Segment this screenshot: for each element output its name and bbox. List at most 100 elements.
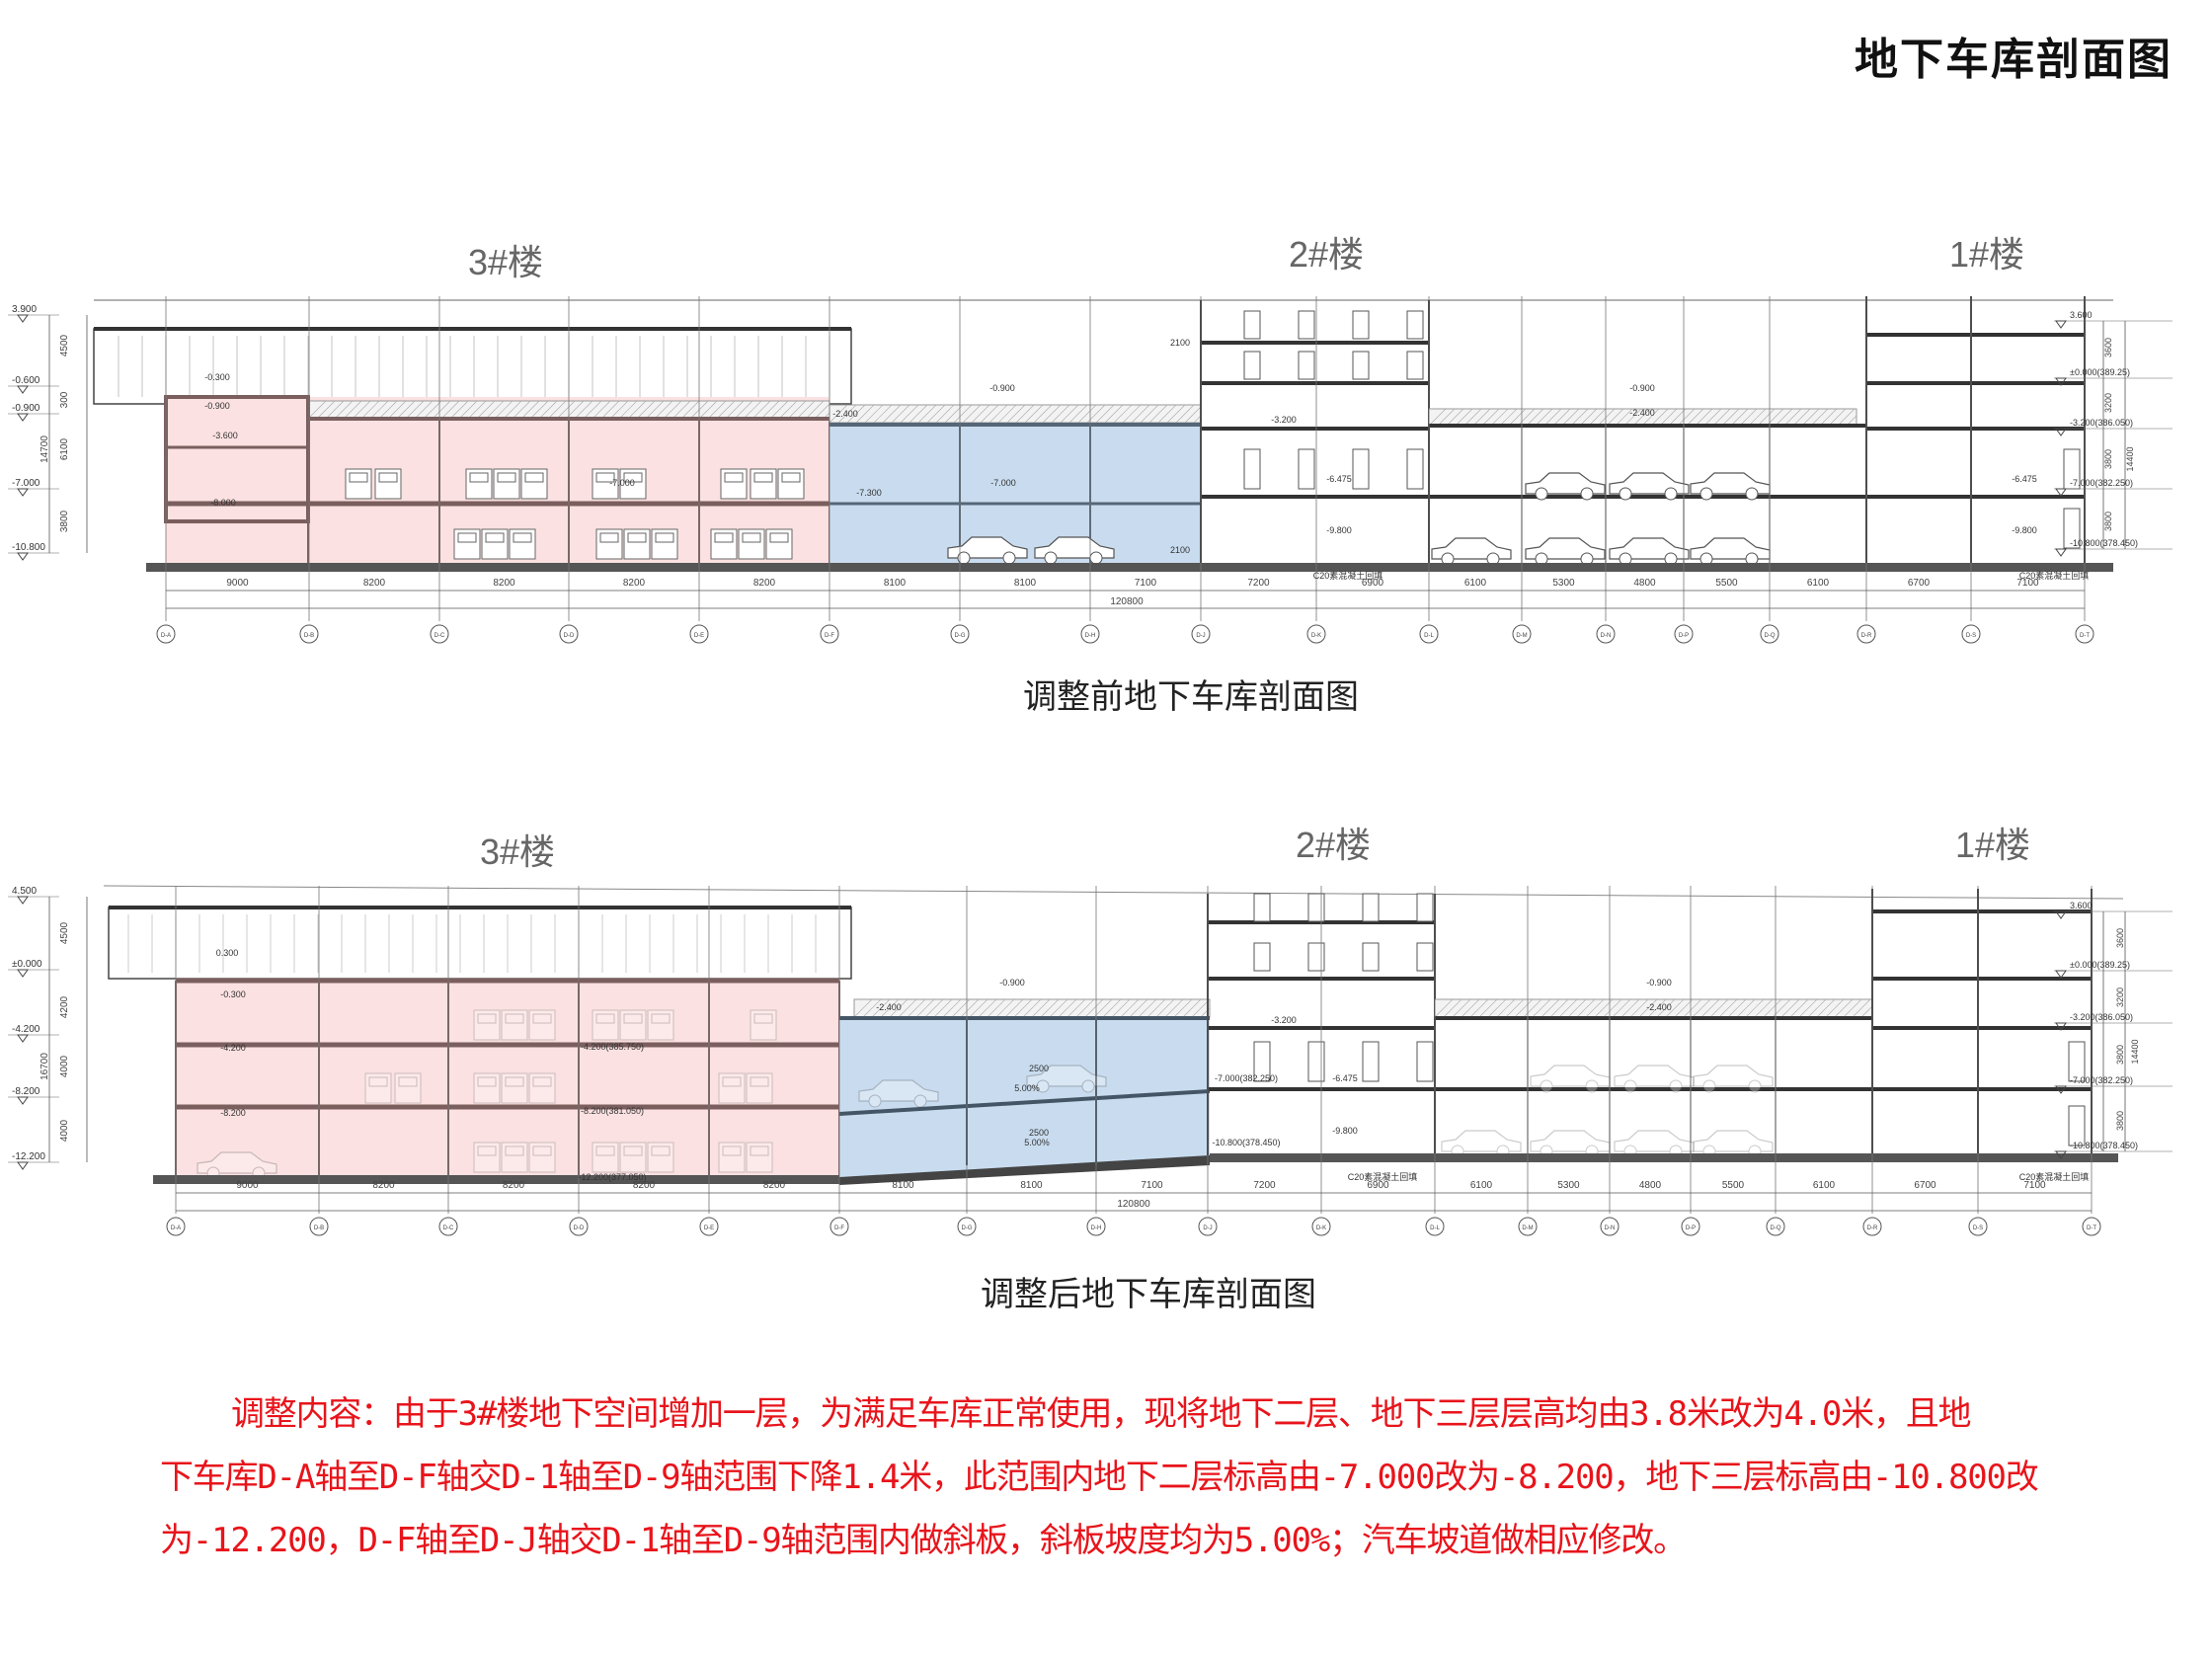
line — [1748, 408, 1767, 427]
axis-bubble — [1311, 1217, 1331, 1236]
line — [1006, 404, 1026, 424]
axis-label: D-B — [304, 633, 314, 639]
car-front-icon — [394, 1072, 422, 1104]
line — [556, 400, 576, 420]
line — [663, 400, 682, 420]
line — [387, 400, 407, 420]
line — [1780, 998, 1800, 1018]
left-elevation: -4.200 — [12, 1024, 40, 1035]
line — [1775, 408, 1793, 427]
line — [378, 400, 398, 420]
car-windshield — [505, 1013, 524, 1024]
axis-bubble — [1760, 624, 1779, 644]
car-wheel — [913, 1094, 927, 1108]
line — [743, 400, 762, 420]
car-front-icon — [465, 468, 493, 500]
line — [1629, 998, 1649, 1018]
line — [1659, 408, 1678, 427]
car-front-icon — [493, 468, 520, 500]
line — [871, 998, 891, 1018]
car-front-body — [501, 1072, 528, 1104]
line — [1674, 998, 1694, 1018]
line — [1075, 998, 1095, 1018]
line — [1570, 408, 1589, 427]
line — [1606, 408, 1624, 427]
span-dimension: 8200 — [753, 578, 776, 589]
right-elevation: -7.000(382.250) — [2070, 478, 2133, 488]
building-label: 3#楼 — [468, 242, 543, 282]
car-front-icon — [374, 468, 402, 500]
elevation-label: -9.800 — [1326, 525, 1352, 535]
car-front-body — [364, 1072, 392, 1104]
line — [1173, 998, 1193, 1018]
line — [1677, 408, 1696, 427]
car-front-icon — [619, 1009, 647, 1041]
car-icon — [1690, 472, 1771, 501]
left-dimension: 4500 — [59, 334, 70, 356]
span-dimension: 7200 — [1253, 1180, 1276, 1191]
line — [1801, 408, 1820, 427]
line — [1727, 998, 1747, 1018]
car-front-body — [619, 1142, 647, 1173]
line — [1024, 404, 1044, 424]
car-windshield — [595, 1013, 615, 1024]
line — [1428, 408, 1447, 427]
car-windshield — [753, 472, 773, 483]
line — [334, 400, 354, 420]
door — [1352, 351, 1370, 380]
axis-bubble — [1425, 1217, 1445, 1236]
axis-label: D-R — [1867, 1225, 1878, 1231]
span-dimension: 4800 — [1639, 1180, 1662, 1191]
line — [414, 400, 434, 420]
left-dimension: 4500 — [59, 921, 70, 944]
line — [933, 998, 953, 1018]
line — [1665, 998, 1685, 1018]
span-dimension: 8200 — [633, 1180, 656, 1191]
axis-label: D-B — [314, 1225, 324, 1231]
left-elevation: ±0.000 — [12, 959, 42, 970]
line — [1182, 998, 1202, 1018]
elevation-label: -10.800(378.450) — [1212, 1138, 1280, 1147]
line — [1446, 408, 1464, 427]
building-label: 1#楼 — [1955, 825, 2030, 865]
car-wheel — [1540, 1079, 1553, 1093]
span-dimension: 6900 — [1362, 578, 1384, 589]
span-dimension: 6100 — [1807, 578, 1830, 589]
line — [1792, 408, 1811, 427]
car-windshield — [724, 472, 744, 483]
axis-label: D-H — [1091, 1225, 1102, 1231]
line — [405, 400, 425, 420]
car-windshield — [368, 1076, 388, 1087]
line — [1561, 408, 1580, 427]
span-dimension: 8200 — [503, 1180, 525, 1191]
line — [1443, 998, 1462, 1018]
line — [1517, 408, 1536, 427]
line — [978, 998, 997, 1018]
car-body — [1026, 1065, 1107, 1087]
door — [1298, 351, 1315, 380]
span-dimension: 5500 — [1722, 1180, 1745, 1191]
car-front-icon — [746, 1142, 773, 1173]
elevation-label: -6.475 — [1332, 1073, 1358, 1083]
line — [926, 404, 946, 424]
line — [1031, 998, 1051, 1018]
door — [1406, 310, 1424, 340]
car-windshield — [595, 472, 615, 483]
car-body — [1614, 1065, 1695, 1087]
car-front-icon — [453, 528, 481, 560]
foundation-slab — [153, 1175, 839, 1184]
line — [987, 998, 1006, 1018]
car-wheel — [1089, 551, 1103, 565]
line — [440, 400, 460, 420]
axis-label: D-L — [1424, 633, 1434, 639]
left-elevation: -7.000 — [12, 478, 40, 489]
line — [1588, 408, 1607, 427]
car-front-body — [528, 1142, 556, 1173]
line — [1721, 408, 1740, 427]
line — [882, 404, 902, 424]
line — [716, 400, 736, 420]
car-windshield — [457, 532, 477, 543]
axis-label: D-C — [434, 633, 445, 639]
elevation-marker — [17, 385, 29, 394]
line — [1810, 408, 1829, 427]
